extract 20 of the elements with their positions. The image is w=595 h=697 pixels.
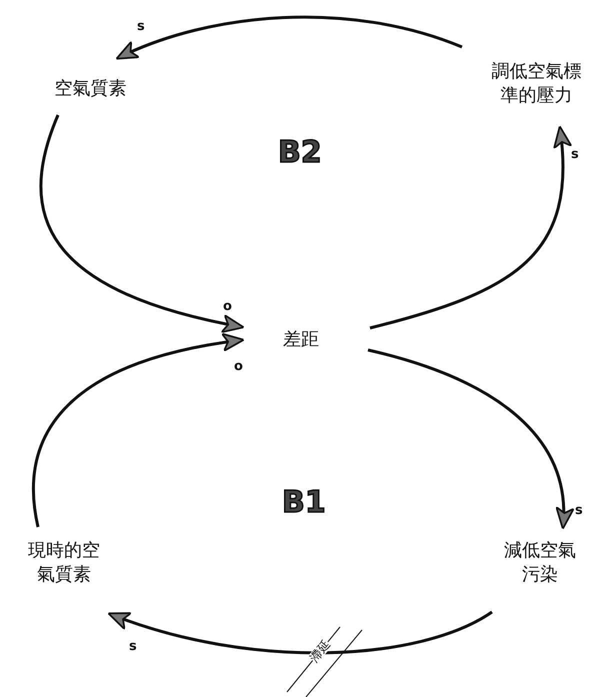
- edge-label: o: [222, 300, 233, 313]
- edge-label: s: [128, 640, 138, 653]
- node-label: 減低空氣污染: [504, 538, 576, 587]
- loop-label: B1: [282, 488, 326, 518]
- edge-label: s: [574, 504, 584, 517]
- node-label: 調低空氣標準的壓力: [492, 60, 582, 108]
- node-label: 空氣質素: [54, 76, 128, 101]
- causal-arrow: [368, 348, 574, 530]
- edge-label: s: [570, 148, 580, 161]
- delay-label: 滯延: [308, 638, 332, 664]
- causal-arrow: [370, 125, 572, 330]
- edge-label: s: [136, 20, 146, 33]
- causal-arrow: [32, 333, 245, 528]
- causal-arrow: [116, 16, 463, 60]
- node-label: 現時的空氣質素: [28, 538, 100, 587]
- edge-label: o: [233, 360, 244, 373]
- loop-label: B2: [278, 138, 322, 168]
- causal-arrow: [107, 610, 493, 654]
- node-label: 差距: [282, 328, 320, 352]
- causal-arrow: [40, 114, 245, 332]
